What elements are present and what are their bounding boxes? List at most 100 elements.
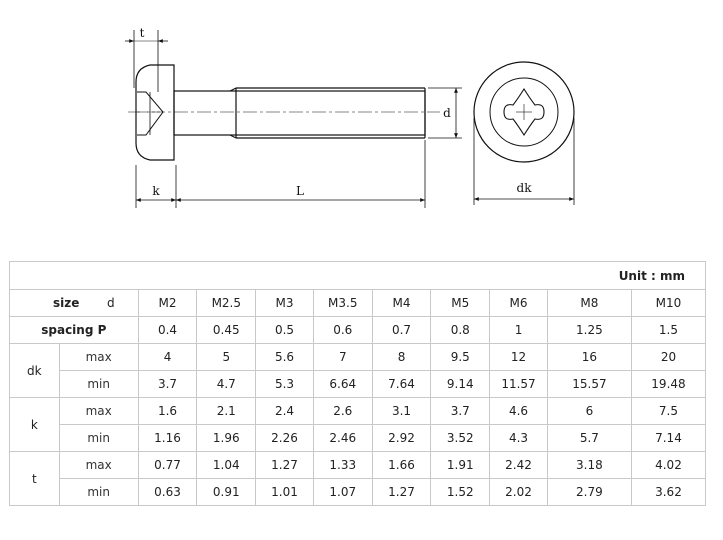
value-cell: 2.92 bbox=[371, 424, 432, 452]
value-cell: 7.64 bbox=[371, 370, 432, 398]
min-label: min bbox=[58, 424, 139, 452]
value-cell: 1.07 bbox=[312, 478, 373, 506]
end-dimensions bbox=[473, 118, 575, 205]
d-label: d bbox=[107, 296, 115, 310]
end-view bbox=[473, 61, 575, 163]
value-cell: 0.77 bbox=[137, 451, 198, 479]
value-cell: 2.46 bbox=[312, 424, 373, 452]
value-cell: 7.14 bbox=[630, 424, 707, 452]
value-cell: 6 bbox=[546, 397, 632, 425]
value-cell: 4.6 bbox=[489, 397, 548, 425]
size-cell: M2.5 bbox=[196, 289, 257, 317]
head-inner-circle bbox=[489, 77, 559, 147]
group-label: dk bbox=[9, 343, 60, 398]
value-cell: 3.7 bbox=[137, 370, 198, 398]
label-L: L bbox=[296, 184, 304, 198]
value-cell: 1.6 bbox=[137, 397, 198, 425]
spacing-cell: 1 bbox=[489, 316, 548, 344]
value-cell: 1.27 bbox=[371, 478, 432, 506]
value-cell: 3.1 bbox=[371, 397, 432, 425]
dimension-labels: t k L d dk bbox=[140, 26, 533, 198]
value-cell: 1.04 bbox=[196, 451, 257, 479]
value-cell: 0.91 bbox=[196, 478, 257, 506]
value-cell: 1.91 bbox=[430, 451, 491, 479]
value-cell: 3.18 bbox=[546, 451, 632, 479]
value-cell: 2.42 bbox=[489, 451, 548, 479]
label-t: t bbox=[140, 26, 145, 40]
value-cell: 4.3 bbox=[489, 424, 548, 452]
size-cell: M3.5 bbox=[312, 289, 373, 317]
value-cell: 1.27 bbox=[255, 451, 314, 479]
value-cell: 7.5 bbox=[630, 397, 707, 425]
spacing-cell: 0.45 bbox=[196, 316, 257, 344]
min-label: min bbox=[58, 478, 139, 506]
label-dk: dk bbox=[517, 181, 533, 195]
size-label: size bbox=[53, 296, 80, 310]
value-cell: 12 bbox=[489, 343, 548, 371]
value-cell: 2.1 bbox=[196, 397, 257, 425]
value-cell: 19.48 bbox=[630, 370, 707, 398]
spacing-cell: 0.4 bbox=[137, 316, 198, 344]
value-cell: 1.66 bbox=[371, 451, 432, 479]
value-cell: 9.14 bbox=[430, 370, 491, 398]
value-cell: 2.02 bbox=[489, 478, 548, 506]
size-cell: M8 bbox=[546, 289, 632, 317]
label-d: d bbox=[443, 106, 451, 120]
screw-head-outline bbox=[135, 64, 175, 161]
value-cell: 5.7 bbox=[546, 424, 632, 452]
value-cell: 3.62 bbox=[630, 478, 707, 506]
value-cell: 7 bbox=[312, 343, 373, 371]
value-cell: 16 bbox=[546, 343, 632, 371]
max-label: max bbox=[58, 343, 139, 371]
value-cell: 5.6 bbox=[255, 343, 314, 371]
value-cell: 9.5 bbox=[430, 343, 491, 371]
size-header: size d bbox=[9, 289, 139, 317]
value-cell: 2.6 bbox=[312, 397, 373, 425]
value-cell: 2.79 bbox=[546, 478, 632, 506]
value-cell: 2.26 bbox=[255, 424, 314, 452]
value-cell: 4.02 bbox=[630, 451, 707, 479]
value-cell: 1.52 bbox=[430, 478, 491, 506]
unit-row: Unit : mm bbox=[9, 261, 706, 290]
value-cell: 3.7 bbox=[430, 397, 491, 425]
spacing-cell: 1.25 bbox=[546, 316, 632, 344]
torx-drive-star bbox=[503, 87, 545, 137]
group-label: t bbox=[9, 451, 60, 506]
side-dimensions bbox=[125, 30, 462, 208]
value-cell: 1.16 bbox=[137, 424, 198, 452]
value-cell: 4.7 bbox=[196, 370, 257, 398]
size-cell: M6 bbox=[489, 289, 548, 317]
label-k: k bbox=[152, 184, 160, 198]
value-cell: 2.4 bbox=[255, 397, 314, 425]
value-cell: 1.01 bbox=[255, 478, 314, 506]
side-view bbox=[128, 64, 440, 161]
value-cell: 11.57 bbox=[489, 370, 548, 398]
spacing-cell: 0.5 bbox=[255, 316, 314, 344]
value-cell: 20 bbox=[630, 343, 707, 371]
spacing-cell: 0.6 bbox=[312, 316, 373, 344]
screw-technical-drawing: t k L d dk bbox=[125, 26, 575, 208]
size-cell: M4 bbox=[371, 289, 432, 317]
value-cell: 1.96 bbox=[196, 424, 257, 452]
screw-shank-outline bbox=[173, 90, 426, 136]
size-cell: M10 bbox=[630, 289, 707, 317]
spacing-cell: 0.8 bbox=[430, 316, 491, 344]
value-cell: 8 bbox=[371, 343, 432, 371]
value-cell: 15.57 bbox=[546, 370, 632, 398]
value-cell: 4 bbox=[137, 343, 198, 371]
value-cell: 1.33 bbox=[312, 451, 373, 479]
size-cell: M5 bbox=[430, 289, 491, 317]
value-cell: 3.52 bbox=[430, 424, 491, 452]
value-cell: 5.3 bbox=[255, 370, 314, 398]
value-cell: 6.64 bbox=[312, 370, 373, 398]
